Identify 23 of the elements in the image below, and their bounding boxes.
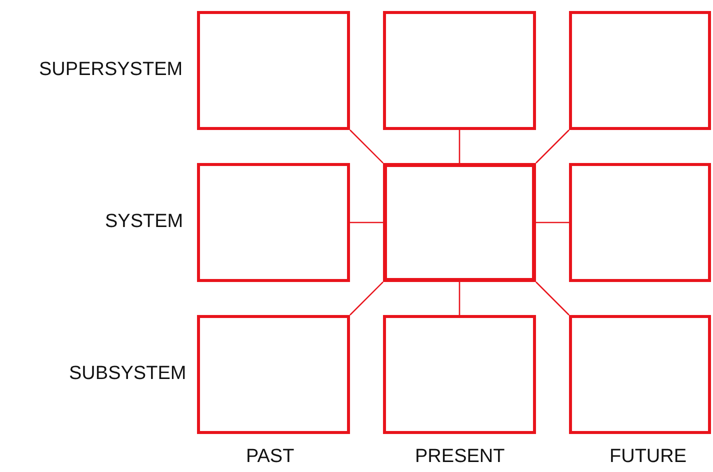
connector-line xyxy=(536,130,570,164)
connector-line xyxy=(536,222,569,224)
connector-line xyxy=(536,282,570,316)
row-label: SYSTEM xyxy=(105,211,184,233)
empty-box xyxy=(383,11,536,130)
row-label: SUBSYSTEM xyxy=(69,363,186,385)
empty-box xyxy=(197,315,350,434)
empty-box xyxy=(197,11,350,130)
empty-box xyxy=(383,163,536,282)
empty-box xyxy=(383,315,536,434)
connector-line xyxy=(350,282,384,316)
connector-line xyxy=(350,130,384,164)
row-label: SUPERSYSTEM xyxy=(39,59,183,81)
empty-box xyxy=(569,11,711,130)
column-label: FUTURE xyxy=(610,446,687,468)
empty-box xyxy=(569,315,711,434)
empty-box xyxy=(197,163,350,282)
empty-box xyxy=(569,163,711,282)
connector-line xyxy=(350,222,383,224)
connector-line xyxy=(458,130,460,163)
connector-line xyxy=(458,282,460,315)
column-label: PRESENT xyxy=(415,446,505,468)
column-label: PAST xyxy=(246,446,294,468)
